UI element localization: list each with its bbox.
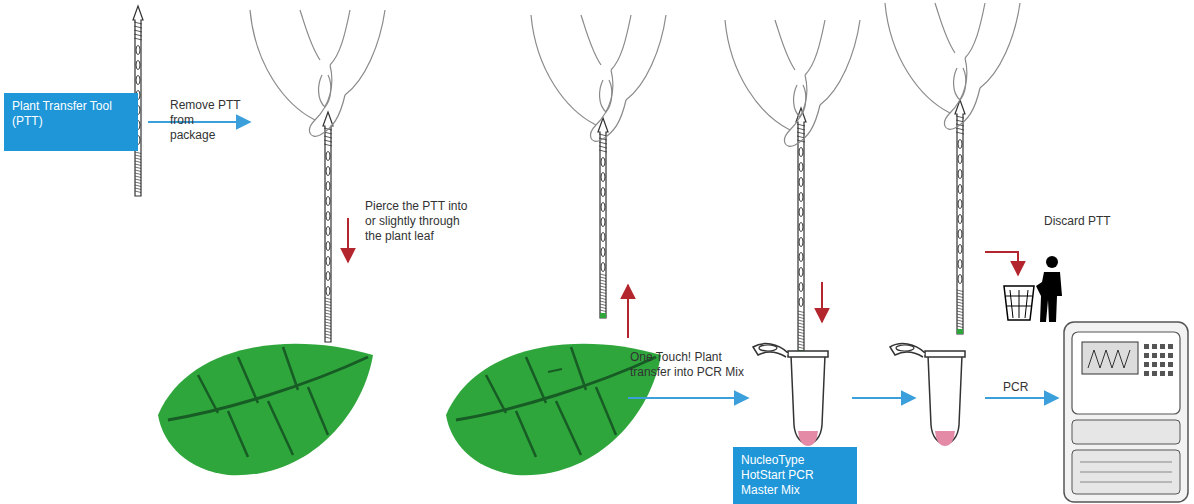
blue-label-box: Plant Transfer Tool (PTT) — [4, 93, 138, 151]
step-label: Discard PTT — [1044, 214, 1134, 229]
step-label: One Touch! Plant transfer into PCR Mix — [630, 350, 750, 380]
box-text: NucleoType HotStart PCR Master Mix — [741, 453, 849, 498]
blue-label-box: NucleoType HotStart PCR Master Mix — [733, 447, 857, 504]
step-label: Remove PTT from package — [170, 98, 242, 143]
step-label: Pierce the PTT into or slightly through … — [365, 199, 469, 244]
step-label: PCR — [1003, 380, 1043, 395]
box-text: Plant Transfer Tool (PTT) — [12, 99, 130, 129]
